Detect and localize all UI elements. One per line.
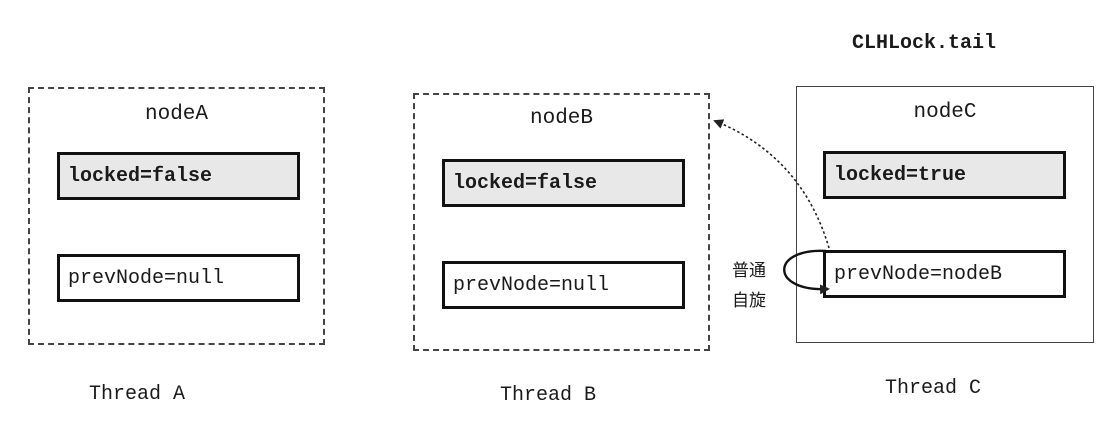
spin-loop-arrow [783,249,830,295]
thread-a-label: Thread A [89,383,186,406]
thread-c-label: Thread C [885,377,982,400]
node-b-prevnode-field: prevNode=null [442,261,685,309]
node-b-box: nodeB locked=false prevNode=null [413,93,710,351]
spin-label-line1: 普通 [732,261,766,281]
node-a-box: nodeA locked=false prevNode=null [28,87,325,345]
clhlock-tail-label: CLHLock.tail [852,32,997,55]
prev-pointer-arrow [713,119,830,249]
thread-b-label: Thread B [500,384,597,407]
node-c-locked-field: locked=true [823,151,1066,199]
node-c-box: nodeC locked=true prevNode=nodeB [796,86,1094,343]
node-a-title: nodeA [144,103,208,126]
node-c-title: nodeC [913,101,977,124]
node-c-prevnode-field: prevNode=nodeB [823,250,1066,298]
node-b-title: nodeB [529,107,593,130]
node-a-locked-field: locked=false [57,152,300,200]
node-a-prevnode-field: prevNode=null [57,254,300,302]
spin-label-line2: 自旋 [732,291,766,311]
spin-label: 普通 自旋 [729,256,769,316]
node-b-locked-field: locked=false [442,159,685,207]
